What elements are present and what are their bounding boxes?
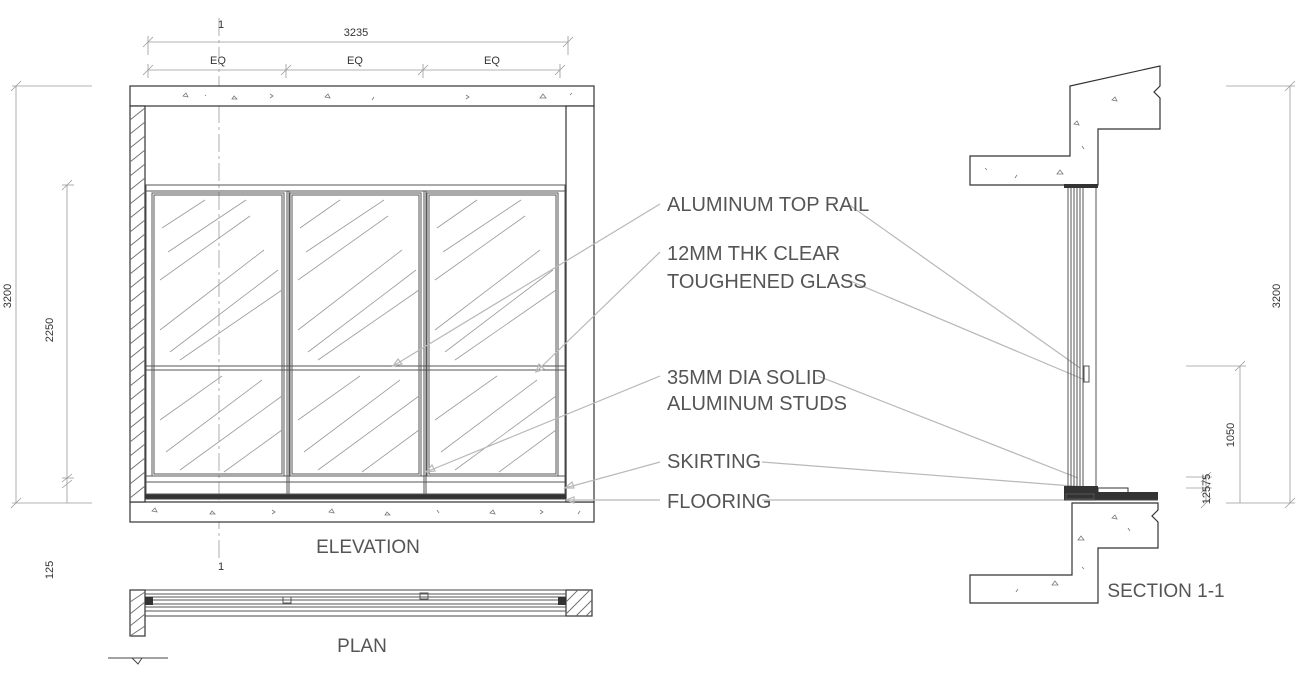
glass-reflection-lines <box>159 199 557 473</box>
dim-eq-1: EQ <box>210 55 226 67</box>
elevation-right-wall <box>565 105 595 503</box>
label-skirting: SKIRTING <box>667 451 761 473</box>
plan-right-wall <box>565 589 593 617</box>
dim-height-skirting: 12575 <box>1201 474 1213 505</box>
leader-lines <box>391 203 1095 504</box>
section-dimension-lines <box>1186 80 1296 509</box>
section-title: SECTION 1-1 <box>1107 581 1224 602</box>
label-studs-line1: 35MM DIA SOLID <box>667 367 826 389</box>
section-lower-slab <box>969 502 1159 604</box>
left-dimension-lines <box>10 80 92 509</box>
section-view <box>969 65 1161 604</box>
label-top-rail: ALUMINUM TOP RAIL <box>667 194 869 216</box>
plan-left-wall <box>129 589 146 637</box>
plan-title: PLAN <box>337 636 387 657</box>
dim-overall-width: 3235 <box>344 27 368 39</box>
top-dimension-lines <box>142 36 574 78</box>
dim-height-125: 125 <box>44 561 56 579</box>
elevation-bottom-slab <box>129 501 595 523</box>
section-mark-bottom: 1 <box>218 561 224 573</box>
dim-height-glass: 2250 <box>44 318 56 342</box>
dim-eq-3: EQ <box>484 55 500 67</box>
aluminum-top-rail <box>145 365 566 371</box>
section-upper-slab <box>969 65 1161 186</box>
label-glass-line2: TOUGHENED GLASS <box>667 271 867 293</box>
section-mark-top: 1 <box>218 19 224 31</box>
label-flooring: FLOORING <box>667 491 771 513</box>
label-studs-line2: ALUMINUM STUDS <box>667 393 847 415</box>
elevation-top-slab <box>129 85 595 107</box>
dim-height-left: 3200 <box>2 284 14 308</box>
glass-outer-frame <box>145 184 566 495</box>
dim-eq-2: EQ <box>347 55 363 67</box>
elevation-title: ELEVATION <box>316 537 420 558</box>
dim-height-right: 3200 <box>1271 284 1283 308</box>
plan-view <box>108 589 593 665</box>
dim-height-1050: 1050 <box>1225 423 1237 447</box>
elevation-view <box>129 85 595 523</box>
elevation-skirting <box>145 494 566 499</box>
label-glass-line1: 12MM THK CLEAR <box>667 243 840 265</box>
